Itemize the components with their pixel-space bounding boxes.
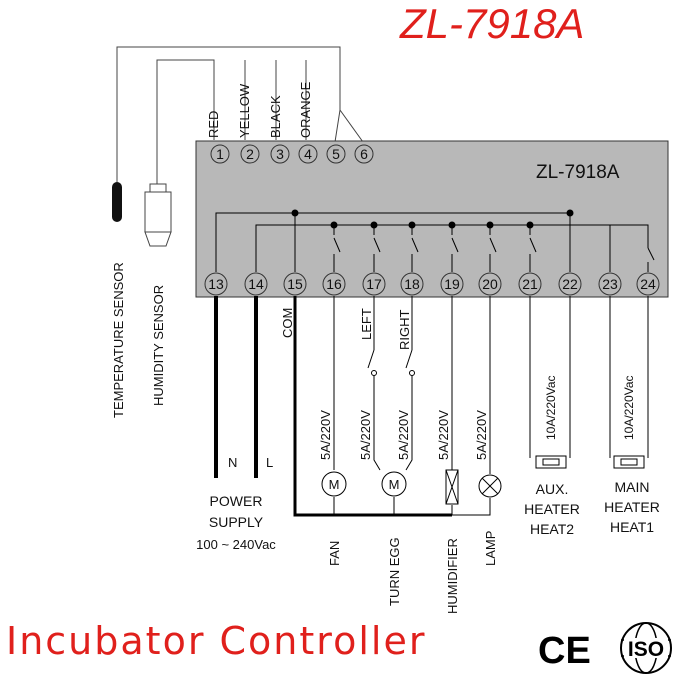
main-heater-label-2: HEATER — [604, 499, 660, 515]
svg-text:16: 16 — [326, 276, 342, 292]
svg-text:13: 13 — [208, 276, 224, 292]
terminal-20: 20 — [478, 272, 502, 296]
wire-color-orange: ORANGE — [298, 81, 313, 138]
svg-text:18: 18 — [404, 276, 420, 292]
sensor-wiring — [116, 46, 364, 184]
turn-egg-left-rating: 5A/220V — [358, 410, 373, 460]
humidifier-icon — [445, 469, 459, 505]
aux-heater-label-2: HEATER — [524, 501, 580, 517]
terminal-6: 6 — [354, 144, 374, 164]
iso-badge-icon: ISO — [620, 622, 672, 674]
turn-egg-motor-symbol: M — [389, 477, 400, 492]
power-wiring — [214, 296, 258, 478]
lamp-label: LAMP — [483, 531, 498, 566]
left-switch-label: LEFT — [359, 308, 374, 340]
junction-dots — [291, 209, 574, 229]
svg-text:17: 17 — [366, 276, 382, 292]
svg-text:4: 4 — [304, 146, 312, 162]
svg-text:14: 14 — [248, 276, 264, 292]
terminal-2: 2 — [240, 144, 260, 164]
temperature-sensor-probe — [112, 182, 122, 222]
terminal-13: 13 — [204, 272, 228, 296]
turn-egg-right-rating: 5A/220V — [396, 410, 411, 460]
terminal-22: 22 — [558, 272, 582, 296]
svg-text:21: 21 — [522, 276, 538, 292]
svg-text:23: 23 — [602, 276, 618, 292]
lamp-rating: 5A/220V — [474, 410, 489, 460]
aux-heater-icon — [535, 455, 567, 469]
aux-heater-wiring — [529, 296, 571, 458]
main-heater-icon — [613, 455, 645, 469]
diagram-title: ZL-7918A — [399, 0, 584, 47]
terminal-16: 16 — [322, 272, 346, 296]
svg-text:24: 24 — [640, 276, 656, 292]
power-label-1: POWER — [210, 493, 263, 509]
humidity-sensor-label: HUMIDITY SENSOR — [151, 285, 166, 406]
power-voltage-label: 100 ~ 240Vac — [196, 537, 276, 552]
terminal-19: 19 — [440, 272, 464, 296]
aux-heater-rating: 10A/220Vac — [544, 376, 558, 441]
terminal-4: 4 — [298, 144, 318, 164]
svg-text:15: 15 — [287, 276, 303, 292]
iso-text: ISO — [628, 638, 664, 661]
svg-text:2: 2 — [246, 146, 254, 162]
terminal-15: 15 — [283, 272, 307, 296]
fan-motor-icon — [321, 471, 347, 497]
svg-text:20: 20 — [482, 276, 498, 292]
live-label: L — [266, 455, 273, 470]
com-label: COM — [280, 308, 295, 338]
terminal-3: 3 — [270, 144, 290, 164]
svg-text:6: 6 — [360, 146, 368, 162]
fan-label: FAN — [327, 541, 342, 566]
footer-title: Incubator Controller — [6, 619, 426, 663]
terminal-24: 24 — [636, 272, 660, 296]
main-heater-wiring — [609, 296, 649, 458]
power-label-2: SUPPLY — [209, 514, 264, 530]
main-heater-label-1: MAIN — [615, 479, 650, 495]
aux-heater-label-3: HEAT2 — [530, 521, 574, 537]
turn-egg-wiring — [367, 296, 415, 471]
neutral-label: N — [228, 455, 237, 470]
terminal-14: 14 — [244, 272, 268, 296]
terminal-1: 1 — [210, 144, 230, 164]
com-bus — [293, 296, 491, 517]
terminal-18: 18 — [400, 272, 424, 296]
right-switch-label: RIGHT — [397, 310, 412, 351]
humidity-sensor-probe — [144, 183, 172, 247]
main-heater-label-3: HEAT1 — [610, 519, 654, 535]
terminal-17: 17 — [362, 272, 386, 296]
svg-text:5: 5 — [332, 146, 340, 162]
humidifier-rating: 5A/220V — [436, 410, 451, 460]
svg-text:3: 3 — [276, 146, 284, 162]
lamp-icon — [478, 474, 502, 498]
terminal-21: 21 — [518, 272, 542, 296]
terminal-5: 5 — [326, 144, 346, 164]
fan-rating: 5A/220V — [318, 410, 333, 460]
fan-motor-symbol: M — [329, 477, 340, 492]
svg-text:1: 1 — [216, 146, 224, 162]
aux-heater-label-1: AUX. — [536, 481, 569, 497]
turn-egg-motor-icon — [381, 471, 407, 497]
wire-color-black: BLACK — [268, 95, 283, 138]
controller-housing — [195, 140, 669, 298]
turn-egg-label: TURN EGG — [387, 537, 402, 606]
humidifier-label: HUMIDIFIER — [445, 538, 460, 614]
svg-text:19: 19 — [444, 276, 460, 292]
temperature-sensor-label: TEMPERATURE SENSOR — [111, 262, 126, 418]
device-label: ZL-7918A — [536, 162, 620, 183]
top-terminal-block: 1 2 3 4 5 6 — [210, 144, 374, 164]
svg-text:22: 22 — [562, 276, 578, 292]
main-heater-rating: 10A/220Vac — [622, 376, 636, 441]
wire-color-red: RED — [206, 111, 221, 138]
bottom-terminal-block: 13 14 15 16 17 18 19 20 21 22 23 24 — [204, 272, 660, 296]
ce-mark: CE — [538, 630, 591, 672]
terminal-23: 23 — [598, 272, 622, 296]
wire-color-yellow: YELLOW — [237, 83, 252, 138]
